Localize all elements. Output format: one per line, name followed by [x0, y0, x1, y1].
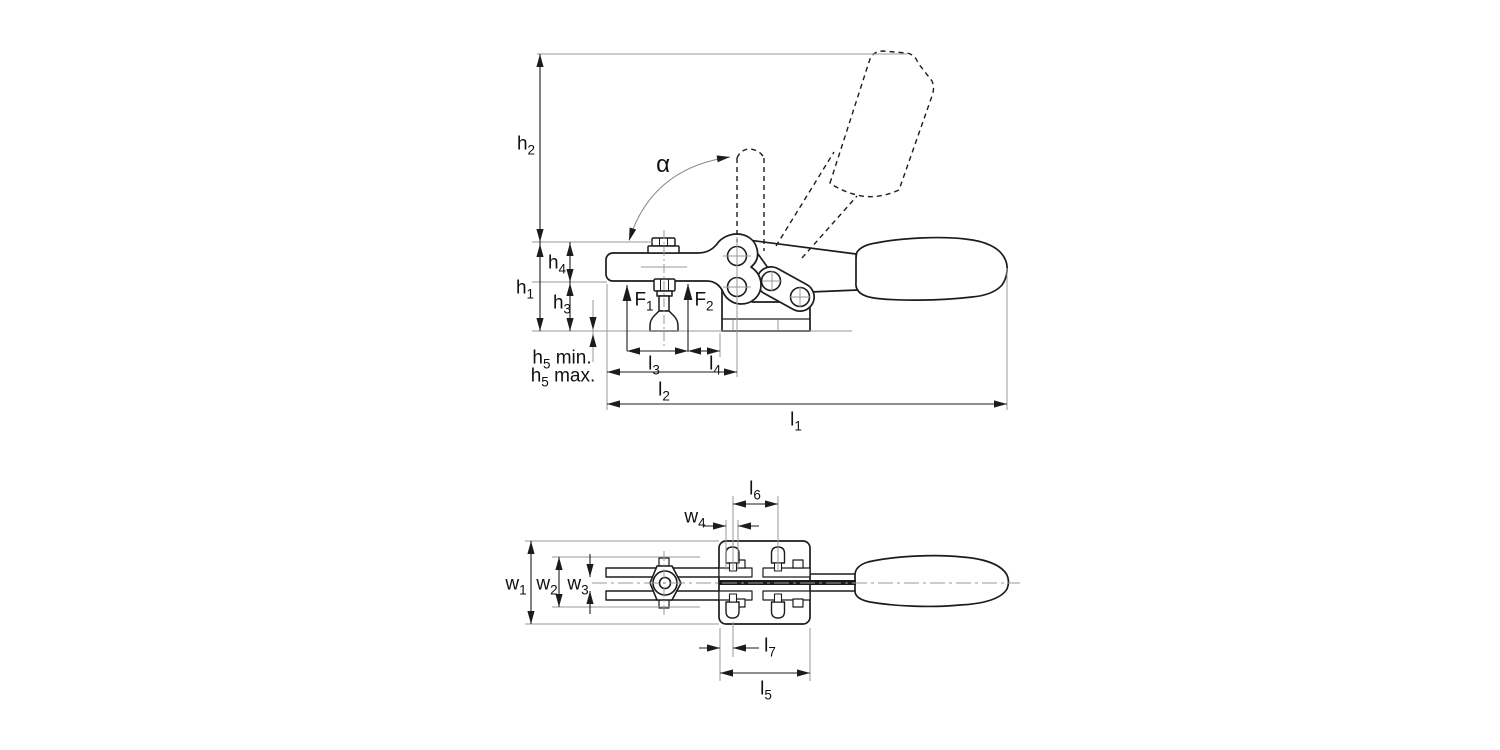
- construction-lines: [532, 53, 1008, 410]
- dimension-arrowheads: [536, 54, 1007, 408]
- handle-bar-top: [810, 573, 856, 592]
- label-w1: w1: [505, 573, 527, 598]
- label-h4: h4: [547, 252, 567, 277]
- label-l5: l5: [760, 678, 772, 703]
- label-l6: l6: [749, 478, 761, 503]
- label-w3: w3: [567, 573, 589, 598]
- label-l3: l3: [648, 353, 660, 378]
- label-l2: l2: [658, 379, 670, 404]
- label-l1: l1: [790, 409, 802, 434]
- label-h1: h1: [515, 277, 535, 302]
- handle-grip-top: [854, 554, 1010, 608]
- side-view: [532, 50, 1008, 410]
- label-h2: h2: [516, 133, 536, 158]
- label-w4: w4: [684, 506, 706, 531]
- label-l7: l7: [764, 635, 776, 660]
- top-view: [525, 496, 1020, 681]
- handle-grip: [855, 236, 1008, 301]
- label-f1: F1: [634, 289, 654, 314]
- label-l4: l4: [709, 353, 721, 378]
- label-f2: F2: [694, 289, 714, 314]
- dimension-lines: [539, 54, 1007, 405]
- centerlines-top-view: [525, 496, 1020, 681]
- label-h5-max: h5 max.: [530, 365, 596, 390]
- dimension-arrowheads-top-view: [527, 500, 810, 677]
- label-h3: h3: [552, 292, 572, 317]
- label-w2: w2: [536, 573, 558, 598]
- clamp-arm: [605, 233, 762, 305]
- open-position-dashed: [736, 50, 935, 259]
- label-h5-min: h5 min.: [532, 347, 592, 372]
- label-alpha: α: [656, 151, 670, 178]
